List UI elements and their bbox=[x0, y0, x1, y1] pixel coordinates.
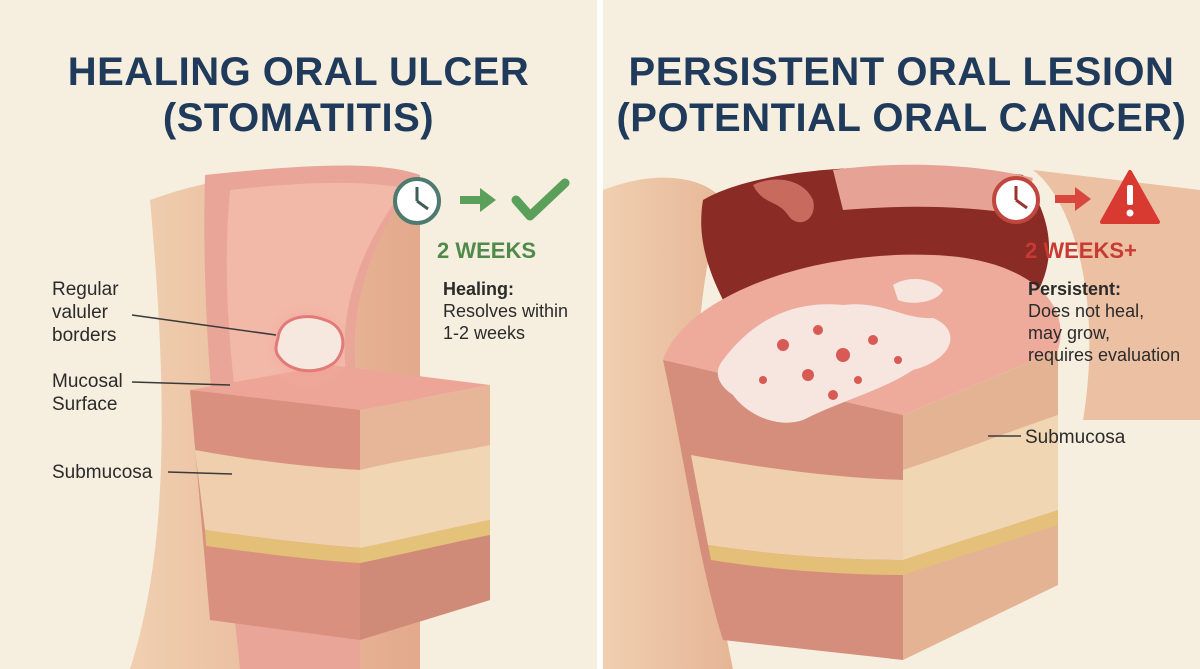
warning-icon bbox=[1100, 170, 1160, 224]
cheek-skin-right bbox=[1033, 170, 1200, 420]
healing-desc-line2: 1-2 weeks bbox=[443, 323, 526, 343]
irregular-lesion bbox=[717, 304, 951, 423]
healing-desc-line1: Resolves within bbox=[443, 301, 569, 321]
persistent-duration: 2 WEEKS+ bbox=[1025, 238, 1137, 263]
right-title-line1: PERSISTENT ORAL LESION bbox=[628, 50, 1175, 94]
left-title-line1: HEALING ORAL ULCER bbox=[67, 50, 530, 94]
lesion-red-spots bbox=[759, 325, 902, 400]
healing-description: Healing: Resolves within 1-2 weeks bbox=[443, 278, 568, 344]
label-regular-borders: Regular valuler borders bbox=[52, 278, 119, 347]
clock-icon bbox=[992, 176, 1040, 224]
left-title-line2: (STOMATITIS) bbox=[162, 96, 435, 140]
healing-ulcer-panel: HEALING ORAL ULCER (STOMATITIS) 2 WEEKS … bbox=[0, 0, 597, 669]
healing-duration: 2 WEEKS bbox=[437, 238, 537, 263]
label-mucosal-line2: Surface bbox=[52, 394, 118, 415]
arrow-right-icon bbox=[460, 188, 496, 212]
palate bbox=[833, 164, 1033, 215]
healing-ulcer-illustration bbox=[130, 165, 570, 669]
label-submucosa-right: Submucosa bbox=[1025, 427, 1126, 448]
leader-borders bbox=[131, 314, 277, 336]
submucosa-layer-band bbox=[360, 445, 490, 548]
satellite-lesion bbox=[893, 278, 943, 303]
panel-divider bbox=[597, 0, 603, 669]
fat-layer-band bbox=[360, 520, 490, 563]
persistent-desc-line3: requires evaluation bbox=[1028, 345, 1181, 365]
front-fat-band bbox=[205, 530, 360, 563]
persistent-lesion-panel: PERSISTENT ORAL LESION (POTENTIAL ORAL C… bbox=[603, 0, 1200, 669]
arrow-right-icon bbox=[1055, 187, 1091, 211]
persistent-description: Persistent: Does not heal, may grow, req… bbox=[1028, 278, 1180, 366]
persistent-desc-head: Persistent: bbox=[1028, 279, 1122, 299]
persistent-lesion-illustration bbox=[603, 164, 1200, 669]
label-borders-line2: valuler bbox=[52, 302, 108, 323]
label-mucosal-line1: Mucosal bbox=[52, 371, 123, 392]
front-submucosa-band bbox=[195, 450, 360, 548]
persistent-desc-line1: Does not heal, bbox=[1028, 301, 1145, 321]
front-submucosa-band bbox=[691, 455, 903, 560]
clock-icon bbox=[393, 177, 441, 225]
fat-layer-band bbox=[903, 510, 1058, 575]
tissue-block-top bbox=[190, 365, 490, 410]
ulcer-lesion bbox=[274, 315, 345, 373]
label-borders-line1: Regular bbox=[52, 279, 119, 300]
submucosa-layer-band bbox=[903, 415, 1058, 560]
label-mucosal-surface: Mucosal Surface bbox=[52, 370, 123, 416]
front-fat-band bbox=[708, 545, 903, 575]
leader-mucosal bbox=[131, 381, 231, 386]
label-borders-line3: borders bbox=[52, 325, 117, 346]
persistent-desc-line2: may grow, bbox=[1028, 323, 1111, 343]
right-title-line2: (POTENTIAL ORAL CANCER) bbox=[616, 96, 1187, 140]
healing-desc-head: Healing: bbox=[443, 279, 515, 299]
uvula bbox=[753, 179, 814, 223]
label-submucosa-left: Submucosa bbox=[52, 462, 153, 483]
leader-submucosa bbox=[167, 471, 233, 475]
muscle-layer-band bbox=[360, 535, 490, 640]
checkmark-icon bbox=[511, 178, 570, 221]
